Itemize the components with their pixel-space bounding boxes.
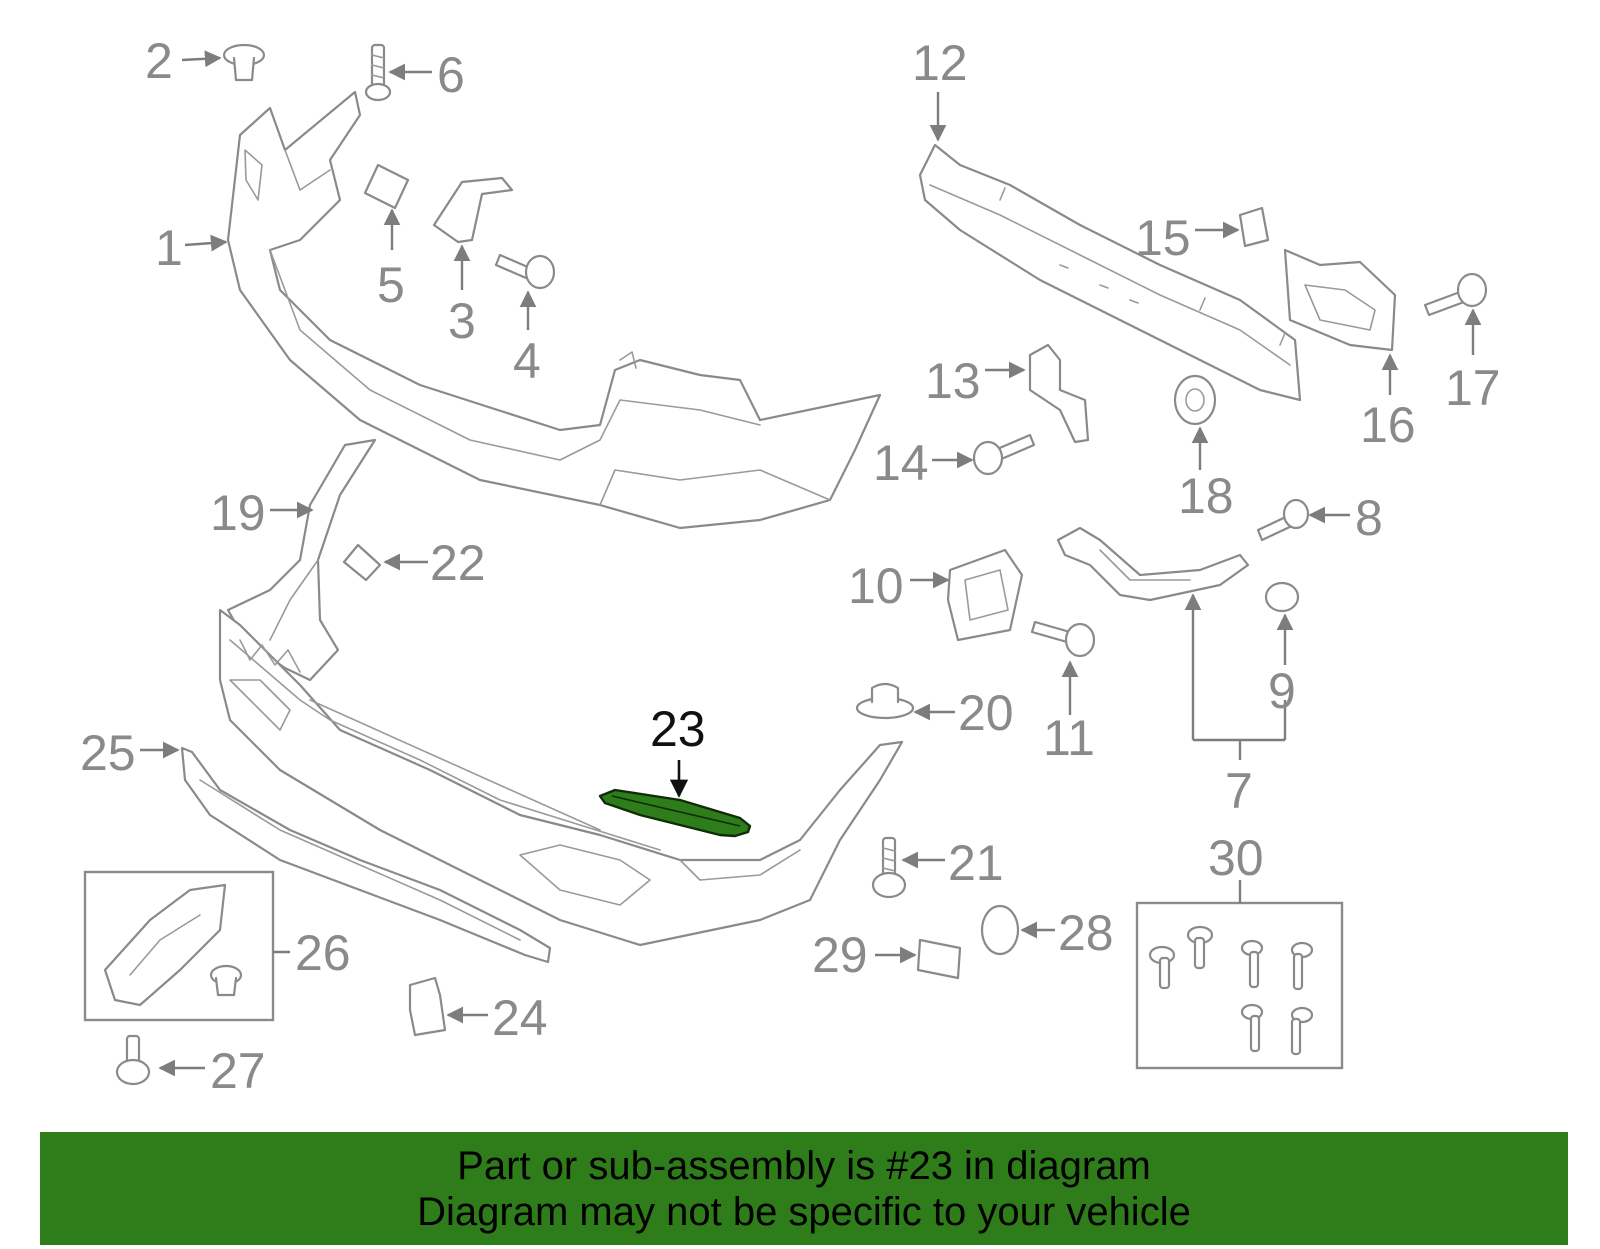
callout-labels: 2 6 1 5 3 4 12 15 16 17 13 14 18 8 10 9 … bbox=[80, 33, 1501, 1099]
part-13-bracket bbox=[1028, 343, 1090, 444]
hardware-screw bbox=[1148, 945, 1176, 990]
callout-7: 7 bbox=[1225, 763, 1253, 819]
callout-24: 24 bbox=[492, 990, 548, 1046]
part-16-mount-bracket bbox=[1283, 248, 1397, 352]
lower-bumper-cover bbox=[218, 608, 904, 947]
part-20-clip bbox=[855, 682, 915, 720]
part-9-clip bbox=[1264, 581, 1300, 613]
part-24-pad bbox=[408, 976, 447, 1037]
part-23-highlighted-trim bbox=[598, 788, 752, 838]
callout-1: 1 bbox=[155, 220, 183, 276]
part-30-box bbox=[1135, 901, 1344, 1070]
part-22-pad bbox=[342, 543, 382, 582]
part-28-seal-ring bbox=[980, 904, 1020, 956]
callout-29: 29 bbox=[812, 927, 868, 983]
banner-line-part: Part or sub-assembly is #23 in diagram bbox=[457, 1143, 1151, 1188]
callout-17: 17 bbox=[1445, 360, 1501, 416]
part-25-lower-trim bbox=[180, 746, 552, 964]
part-14-bolt bbox=[972, 433, 1036, 476]
callout-10: 10 bbox=[848, 558, 904, 614]
part-7-side-bracket bbox=[1056, 526, 1250, 602]
callout-27: 27 bbox=[210, 1043, 266, 1099]
part-10-bracket bbox=[946, 548, 1024, 642]
callout-13: 13 bbox=[925, 353, 981, 409]
part-19-side-bracket bbox=[226, 438, 377, 682]
part-5-pad bbox=[363, 163, 410, 210]
hardware-screw bbox=[1290, 941, 1314, 991]
callout-16: 16 bbox=[1360, 397, 1416, 453]
callout-25: 25 bbox=[80, 725, 136, 781]
hardware-screw bbox=[1290, 1006, 1314, 1056]
part-2-push-clip bbox=[222, 43, 266, 82]
part-6-bolt bbox=[364, 43, 392, 102]
callout-18: 18 bbox=[1178, 468, 1234, 524]
part-27-bolt bbox=[115, 1034, 151, 1086]
callout-21: 21 bbox=[948, 835, 1004, 891]
info-banner: Part or sub-assembly is #23 in diagram D… bbox=[40, 1132, 1568, 1245]
part-4-bolt bbox=[494, 253, 556, 290]
part-21-bolt bbox=[871, 836, 907, 899]
part-11-bolt bbox=[1030, 620, 1096, 658]
part-29-block bbox=[916, 938, 962, 980]
part-1-upper-bumper-cover bbox=[226, 90, 882, 530]
hardware-screw bbox=[1240, 939, 1264, 989]
callout-4: 4 bbox=[513, 333, 541, 389]
callout-3: 3 bbox=[448, 293, 476, 349]
callout-20: 20 bbox=[958, 685, 1014, 741]
callout-6: 6 bbox=[437, 47, 465, 103]
callout-9: 9 bbox=[1268, 663, 1296, 719]
part-12-reinforcement-beam bbox=[918, 143, 1302, 402]
part-18-nut bbox=[1173, 374, 1217, 426]
callout-22: 22 bbox=[430, 535, 486, 591]
part-17-bolt bbox=[1423, 272, 1488, 317]
leader-lines bbox=[140, 50, 1482, 1077]
callout-8: 8 bbox=[1355, 490, 1383, 546]
callout-23-highlighted: 23 bbox=[650, 701, 706, 757]
callout-28: 28 bbox=[1058, 905, 1114, 961]
callout-30: 30 bbox=[1208, 830, 1264, 886]
part-8-bolt bbox=[1256, 498, 1310, 542]
hardware-screw bbox=[1186, 925, 1214, 970]
callout-12: 12 bbox=[912, 35, 968, 91]
callout-2: 2 bbox=[145, 33, 173, 89]
callout-19: 19 bbox=[210, 485, 266, 541]
hardware-screw bbox=[1240, 1003, 1264, 1053]
callout-11: 11 bbox=[1043, 710, 1095, 766]
part-26-box bbox=[83, 870, 275, 1022]
callout-5: 5 bbox=[377, 257, 405, 313]
callout-26: 26 bbox=[295, 925, 351, 981]
banner-line-disclaimer: Diagram may not be specific to your vehi… bbox=[417, 1189, 1191, 1234]
part-3-bracket bbox=[432, 176, 514, 244]
callout-15: 15 bbox=[1135, 210, 1191, 266]
part-15-clip bbox=[1238, 206, 1270, 248]
callout-14: 14 bbox=[873, 435, 929, 491]
